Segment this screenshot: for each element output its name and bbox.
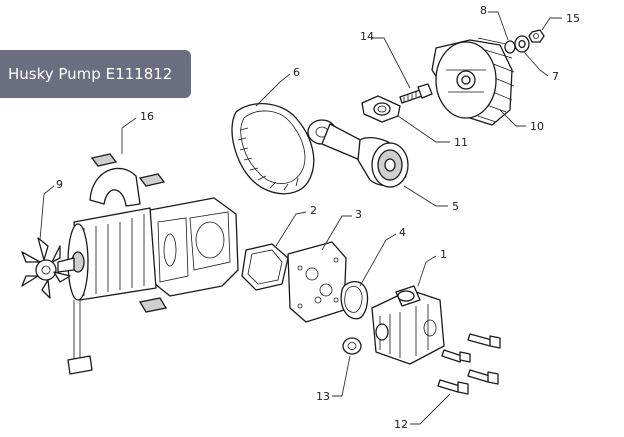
callout-4: 4 [399, 226, 406, 239]
page-title: Husky Pump E111812 [0, 50, 191, 98]
callout-3: 3 [355, 208, 362, 221]
callout-5: 5 [452, 200, 459, 213]
callout-16: 16 [140, 110, 154, 123]
callout-14: 14 [360, 30, 374, 43]
callout-2: 2 [310, 204, 317, 217]
leader-lines [39, 11, 562, 425]
part-5-connecting-rod[interactable] [307, 119, 409, 188]
callout-7: 7 [552, 70, 559, 83]
part-16-motor-housing[interactable] [57, 153, 239, 375]
callout-6: 6 [293, 66, 300, 79]
callout-10: 10 [530, 120, 544, 133]
callout-15: 15 [566, 12, 580, 25]
part-1-cylinder-head[interactable] [371, 285, 445, 365]
callout-1: 1 [440, 248, 447, 261]
part-12-bolts[interactable] [437, 333, 501, 395]
part-2-gasket[interactable] [241, 243, 289, 291]
part-14-bolt[interactable] [399, 83, 433, 104]
part-15-nut[interactable] [528, 29, 545, 43]
part-9-fan[interactable] [21, 237, 71, 299]
part-3-valve-plate[interactable] [287, 241, 347, 323]
callout-11: 11 [454, 136, 468, 149]
callout-13: 13 [316, 390, 330, 403]
part-4-o-ring[interactable] [340, 280, 369, 320]
callout-12: 12 [394, 418, 408, 431]
part-11-bracket[interactable] [361, 95, 401, 123]
part-6-belt[interactable] [231, 102, 315, 195]
part-8-washer[interactable] [504, 40, 516, 54]
callout-8: 8 [480, 4, 487, 17]
part-10-fan-cover[interactable] [431, 37, 515, 126]
part-7-washer[interactable] [514, 35, 530, 53]
part-13-seal[interactable] [342, 337, 362, 355]
callout-9: 9 [56, 178, 63, 191]
callout-labels: 16 9 6 14 11 10 7 8 15 5 2 3 4 1 13 12 [56, 4, 580, 431]
